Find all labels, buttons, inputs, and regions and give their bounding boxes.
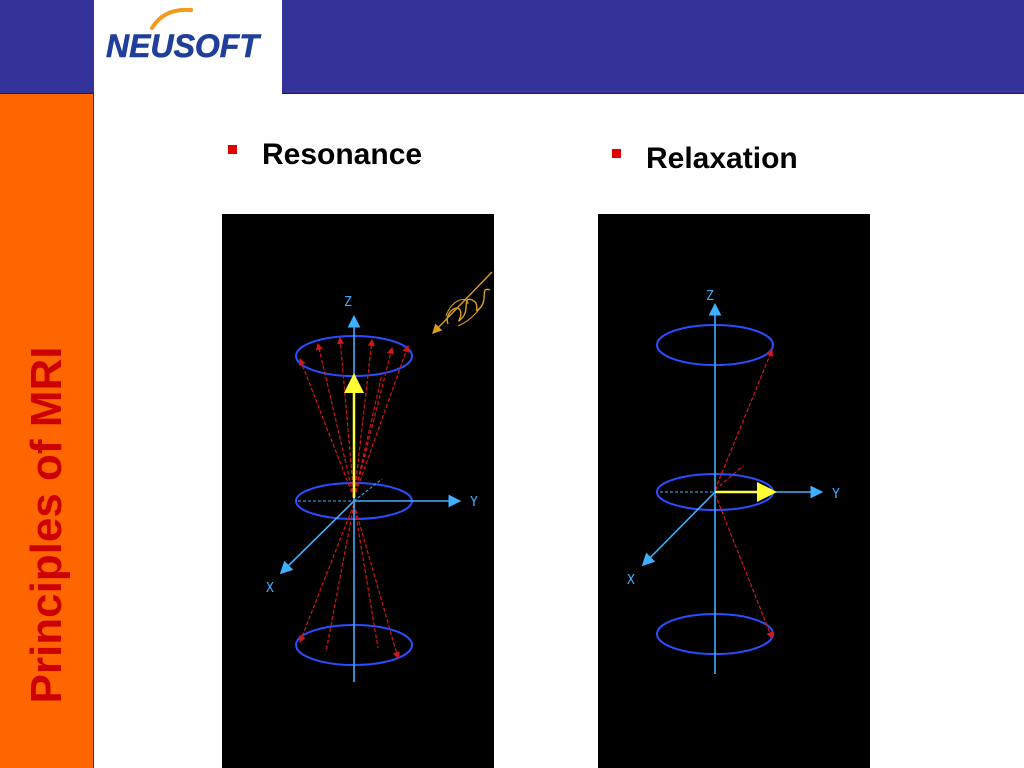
x-axis-label: X <box>266 581 274 596</box>
bullet-square-icon <box>228 144 237 154</box>
z-axis-label: Z <box>344 295 352 310</box>
y-axis-label: Y <box>470 495 478 510</box>
relaxation-diagram-svg: Z Y X <box>627 289 840 674</box>
x-axis <box>641 491 716 567</box>
bullet-square-icon <box>612 148 621 158</box>
x-axis-label: X <box>627 573 635 588</box>
resonance-diagram: Z Y X <box>222 214 494 768</box>
bullet-label: Resonance <box>262 138 423 171</box>
neusoft-logo: NEUSOFT <box>94 0 282 94</box>
logo-text: NEUSOFT <box>106 28 261 64</box>
relaxation-diagram: Z Y X <box>598 214 870 768</box>
rf-pulse-icon <box>432 271 493 335</box>
logo-swoosh-tip-icon <box>188 7 194 13</box>
logo-swoosh-icon <box>150 7 192 30</box>
spin-vectors <box>714 348 774 640</box>
bullet-resonance: Resonance <box>228 138 422 172</box>
upper-spin-vectors <box>298 336 410 499</box>
slide-title: Principles of MRI <box>22 346 71 704</box>
logo-mark: NEUSOFT <box>106 7 262 64</box>
resonance-diagram-svg: Z Y X <box>266 271 493 682</box>
z-axis-label: Z <box>706 289 714 304</box>
lower-spin-vectors <box>298 503 400 660</box>
bullet-relaxation: Relaxation <box>612 142 798 176</box>
y-axis-label: Y <box>832 487 840 502</box>
x-axis <box>279 500 355 575</box>
bullet-label: Relaxation <box>646 142 798 175</box>
sidebar: Principles of MRI <box>0 94 94 768</box>
x-axis-back <box>353 478 383 502</box>
